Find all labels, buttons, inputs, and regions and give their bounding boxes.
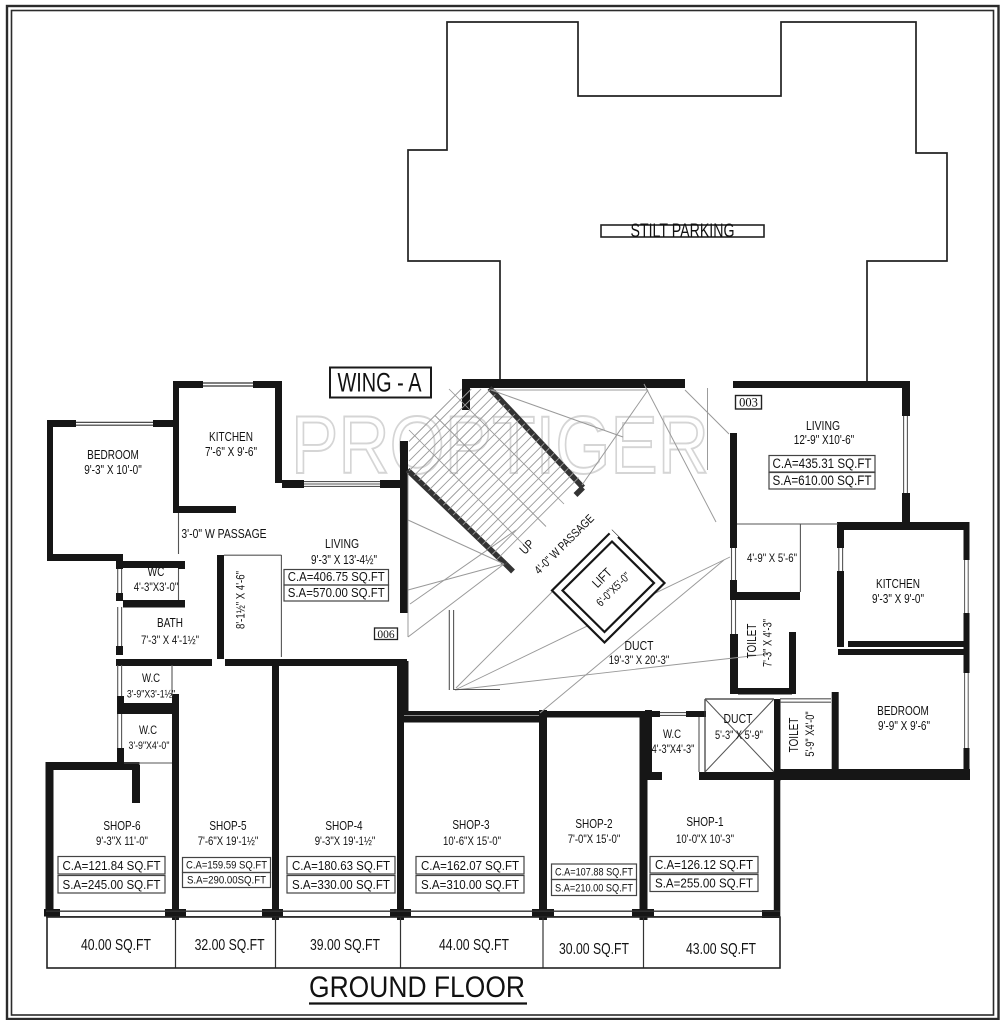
svg-text:WING - A: WING - A (338, 368, 422, 398)
svg-text:BEDROOM: BEDROOM (877, 704, 929, 718)
svg-text:006: 006 (377, 629, 395, 641)
svg-text:SHOP-2: SHOP-2 (575, 817, 612, 831)
svg-text:S.A=570.00 SQ.FT: S.A=570.00 SQ.FT (288, 585, 385, 600)
svg-text:5'-9" X4'-0": 5'-9" X4'-0" (805, 711, 817, 756)
svg-text:PROPTIGER: PROPTIGER (291, 400, 709, 491)
svg-text:C.A=406.75 SQ.FT: C.A=406.75 SQ.FT (288, 569, 385, 584)
svg-text:9'-3"X 11'-0": 9'-3"X 11'-0" (96, 834, 148, 848)
svg-text:8'-1½" X 4'-6": 8'-1½" X 4'-6" (234, 571, 248, 629)
svg-text:3'-9"X3'-1½": 3'-9"X3'-1½" (127, 689, 175, 701)
svg-text:40.00 SQ.FT: 40.00 SQ.FT (81, 937, 151, 954)
svg-text:7'-6" X 9'-6": 7'-6" X 9'-6" (205, 445, 257, 459)
svg-text:30.00 SQ.FT: 30.00 SQ.FT (559, 941, 629, 958)
svg-text:10'-0"X 10'-3": 10'-0"X 10'-3" (676, 832, 734, 846)
svg-text:32.00 SQ.FT: 32.00 SQ.FT (195, 937, 265, 954)
svg-text:19'-3" X 20'-3": 19'-3" X 20'-3" (609, 653, 670, 667)
svg-text:9'-3" X 10'-0": 9'-3" X 10'-0" (84, 463, 142, 477)
svg-text:C.A=162.07 SQ.FT: C.A=162.07 SQ.FT (421, 859, 519, 873)
svg-text:DUCT: DUCT (625, 638, 654, 653)
svg-text:9'-3" X 9'-0": 9'-3" X 9'-0" (872, 592, 924, 606)
svg-text:5'-3" X 5'-9": 5'-3" X 5'-9" (715, 730, 763, 742)
svg-text:3'-0" W PASSAGE: 3'-0" W PASSAGE (181, 526, 266, 541)
svg-text:7'-6"X 19'-1½": 7'-6"X 19'-1½" (198, 834, 259, 848)
svg-text:S.A=245.00 SQ.FT: S.A=245.00 SQ.FT (63, 878, 161, 892)
svg-text:DUCT: DUCT (724, 711, 753, 726)
svg-text:S.A=330.00 SQ.FT: S.A=330.00 SQ.FT (292, 878, 390, 892)
svg-text:BATH: BATH (157, 616, 183, 630)
svg-text:C.A=435.31 SQ.FT: C.A=435.31 SQ.FT (773, 456, 872, 471)
svg-text:STILT PARKING: STILT PARKING (631, 221, 735, 242)
svg-text:WC: WC (148, 565, 165, 579)
svg-text:S.A=210.00 SQ.FT: S.A=210.00 SQ.FT (555, 882, 633, 894)
svg-text:TOILET: TOILET (787, 717, 801, 752)
svg-text:KITCHEN: KITCHEN (876, 577, 920, 591)
svg-text:43.00 SQ.FT: 43.00 SQ.FT (686, 941, 756, 958)
svg-text:C.A=121.84 SQ.FT: C.A=121.84 SQ.FT (63, 859, 161, 873)
svg-text:S.A=310.00 SQ.FT: S.A=310.00 SQ.FT (421, 878, 519, 892)
svg-text:4'-3"X3'-0": 4'-3"X3'-0" (134, 580, 179, 594)
svg-text:C.A=107.88 SQ.FT: C.A=107.88 SQ.FT (555, 866, 633, 878)
svg-text:SHOP-3: SHOP-3 (452, 818, 489, 832)
svg-text:W.C: W.C (663, 727, 681, 741)
svg-text:12'-9" X10'-6": 12'-9" X10'-6" (794, 433, 854, 447)
svg-text:LIVING: LIVING (806, 418, 840, 433)
svg-text:SHOP-6: SHOP-6 (103, 819, 140, 833)
svg-text:4'-9" X 5'-6": 4'-9" X 5'-6" (747, 551, 797, 565)
svg-text:S.A=610.00 SQ.FT: S.A=610.00 SQ.FT (773, 473, 872, 488)
svg-text:9'-9" X 9'-6": 9'-9" X 9'-6" (878, 719, 930, 733)
svg-text:SHOP-4: SHOP-4 (325, 819, 362, 833)
svg-text:W.C: W.C (142, 671, 160, 685)
svg-text:9'-3"X 19'-1½": 9'-3"X 19'-1½" (315, 834, 376, 848)
svg-text:4'-3"X4'-3": 4'-3"X4'-3" (652, 744, 695, 756)
svg-text:S.A=290.00SQ.FT: S.A=290.00SQ.FT (187, 874, 266, 886)
svg-text:7'-0"X 15'-0": 7'-0"X 15'-0" (568, 832, 621, 846)
svg-text:C.A=159.59 SQ.FT: C.A=159.59 SQ.FT (186, 859, 267, 871)
svg-text:10'-6"X 15'-0": 10'-6"X 15'-0" (443, 834, 501, 848)
svg-text:7'-3" X 4'-3": 7'-3" X 4'-3" (763, 619, 775, 667)
svg-text:BEDROOM: BEDROOM (87, 448, 139, 462)
svg-text:39.00 SQ.FT: 39.00 SQ.FT (310, 937, 380, 954)
svg-text:KITCHEN: KITCHEN (209, 430, 253, 444)
svg-text:C.A=126.12 SQ.FT: C.A=126.12 SQ.FT (655, 858, 753, 872)
svg-text:SHOP-5: SHOP-5 (209, 819, 246, 833)
svg-text:GROUND FLOOR: GROUND FLOOR (309, 971, 525, 1004)
svg-text:LIVING: LIVING (325, 536, 359, 551)
svg-text:44.00 SQ.FT: 44.00 SQ.FT (439, 937, 509, 954)
svg-text:7'-3" X 4'-1½": 7'-3" X 4'-1½" (141, 633, 199, 647)
svg-text:TOILET: TOILET (745, 623, 759, 658)
svg-text:003: 003 (739, 396, 758, 410)
svg-text:S.A=255.00 SQ.FT: S.A=255.00 SQ.FT (655, 876, 753, 890)
svg-text:W.C: W.C (139, 723, 157, 737)
svg-text:9'-3" X 13'-4½": 9'-3" X 13'-4½" (311, 553, 377, 567)
svg-text:3'-9"X4'-0": 3'-9"X4'-0" (129, 740, 170, 752)
svg-text:SHOP-1: SHOP-1 (686, 815, 723, 829)
svg-text:C.A=180.63 SQ.FT: C.A=180.63 SQ.FT (292, 859, 390, 873)
